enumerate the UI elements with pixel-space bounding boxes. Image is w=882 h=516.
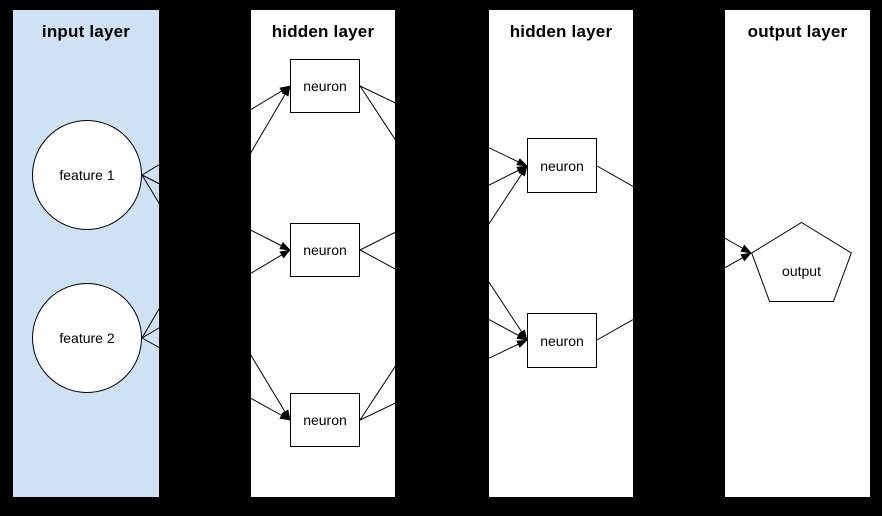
layer-column-input: input layer (13, 10, 159, 497)
node-hidden1-neuron-1: neuron (290, 59, 360, 113)
output-layer-title: output layer (747, 22, 848, 41)
hidden-layer-2-title: hidden layer (509, 22, 613, 41)
input-layer-title: input layer (41, 22, 131, 41)
node-hidden1-neuron-3: neuron (290, 393, 360, 447)
node-hidden1-neuron-2-label: neuron (303, 242, 347, 258)
node-hidden1-neuron-1-label: neuron (303, 78, 347, 94)
node-feature-1-label: feature 1 (59, 167, 115, 183)
node-output: output (751, 222, 852, 302)
node-feature-2-label: feature 2 (59, 330, 115, 346)
node-feature-1: feature 1 (32, 120, 142, 230)
node-hidden2-neuron-1-label: neuron (540, 157, 584, 174)
node-hidden1-neuron-2: neuron (290, 223, 360, 277)
node-feature-2: feature 2 (32, 283, 142, 393)
node-hidden2-neuron-1: neuron (527, 138, 597, 193)
pentagon-shape (751, 222, 852, 302)
layer-column-hidden-2: hidden layer (489, 10, 633, 497)
node-output-label: output (782, 263, 821, 279)
node-hidden2-neuron-2: neuron (527, 313, 597, 368)
node-hidden2-neuron-2-label: neuron (540, 332, 584, 349)
hidden-layer-1-title: hidden layer (271, 22, 375, 41)
node-hidden1-neuron-3-label: neuron (303, 412, 347, 428)
